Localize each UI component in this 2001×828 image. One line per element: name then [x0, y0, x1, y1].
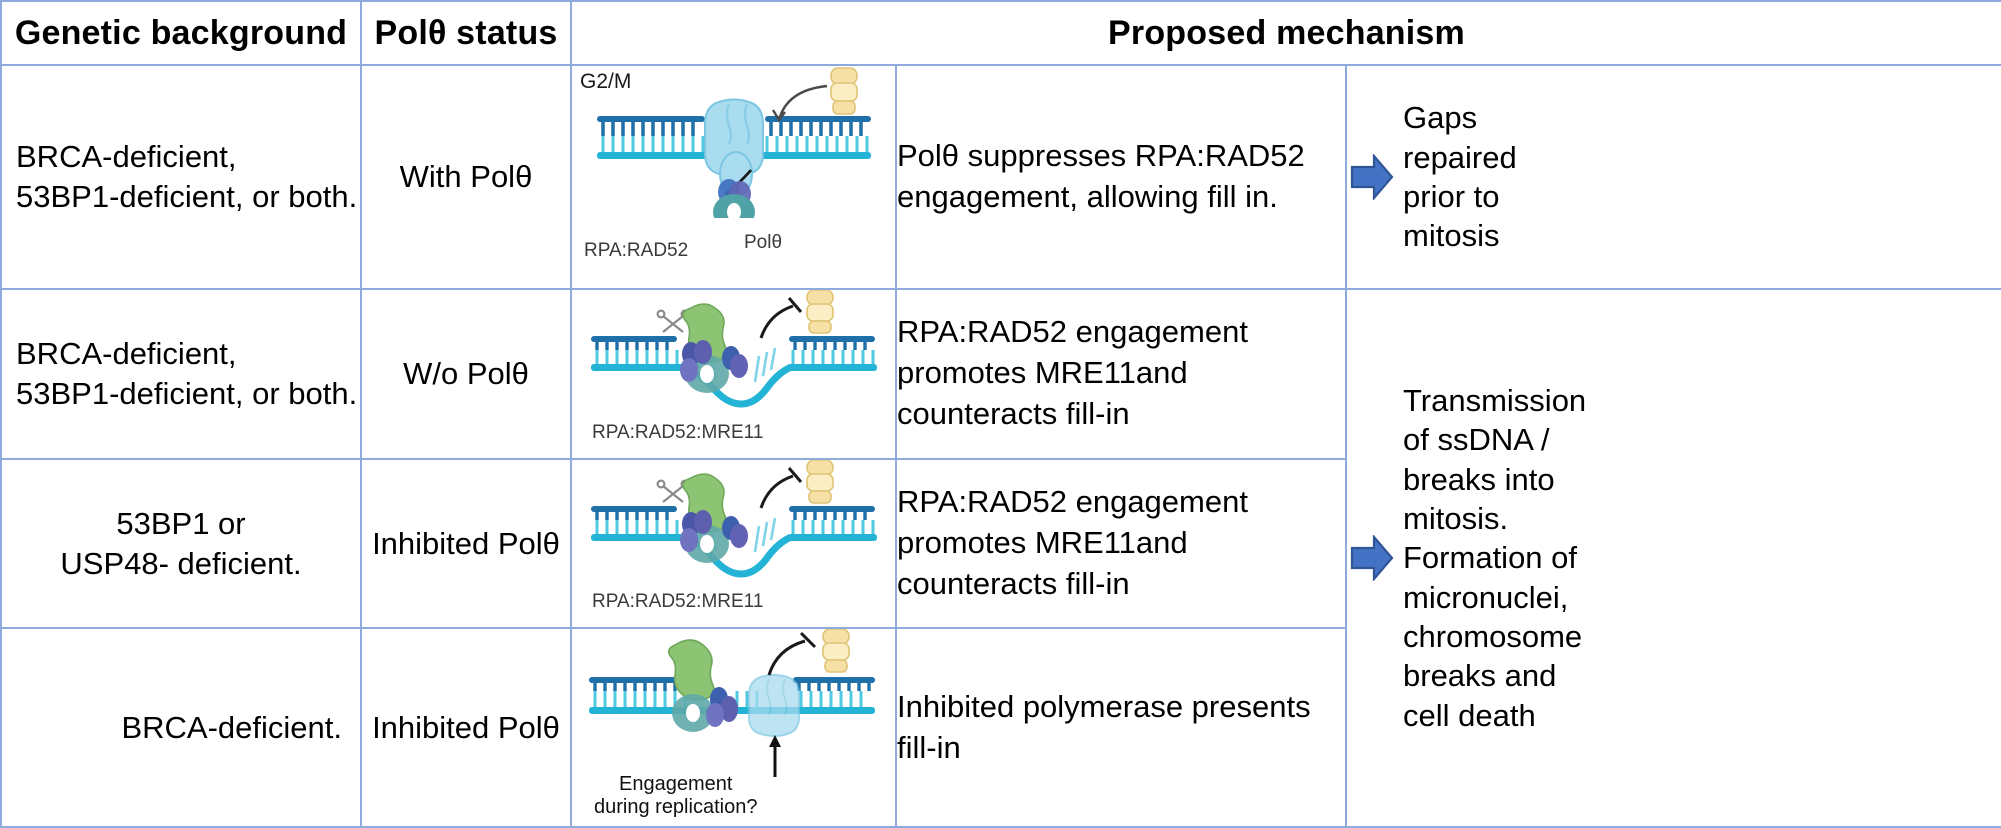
outcome-block-1: Gaps repaired prior to mitosis [1347, 92, 2001, 261]
dna-bottom-strand-right-icon [786, 533, 877, 541]
inhibition-arrow-icon [759, 466, 802, 509]
cell-pol-status-2: W/o Polθ [360, 287, 572, 460]
dna-bottom-teeth-right-icon [791, 519, 874, 534]
label-pol-theta: Polθ [744, 231, 783, 253]
dna-top-teeth-right-icon [792, 511, 867, 520]
dna-bottom-teeth-left-icon [595, 349, 678, 364]
diagram-row-2: RPA:RAD52:MRE11 [572, 289, 895, 458]
dna-top-strand-right-icon [764, 116, 871, 122]
outcome-text-1: Gaps repaired prior to mitosis [1403, 100, 1517, 254]
cell-genetic-background-2: BRCA-deficient, 53BP1-deficient, or both… [0, 287, 362, 460]
right-arrow-icon [1349, 153, 1395, 200]
dna-top-teeth-left-icon [594, 341, 669, 350]
cell-pol-status-3: Inhibited Polθ [360, 457, 572, 630]
recruitment-curved-arrow-icon [771, 84, 827, 123]
outcome-block-2: Transmission of ssDNA / breaks into mito… [1347, 375, 2001, 741]
dna-top-strand-right-icon [788, 505, 875, 512]
table-row: BRCA-deficient, 53BP1-deficient, or both… [0, 64, 2001, 290]
cell-outcome-merged: Transmission of ssDNA / breaks into mito… [1344, 287, 2001, 828]
dna-top-teeth-left-icon [600, 122, 695, 136]
complex-label-rpa-rad52: RPA:RAD52 [584, 239, 689, 261]
cell-mechanism-3: RPA:RAD52 engagement promotes MRE11and c… [895, 457, 1347, 630]
header-pol-status: Polθ status [360, 0, 572, 66]
cell-diagram-2: RPA:RAD52:MRE11 [570, 287, 897, 460]
table-row: BRCA-deficient, 53BP1-deficient, or both… [0, 287, 2001, 828]
dna-top-teeth-right-icon [796, 683, 871, 692]
dna-top-teeth-left-icon [594, 511, 669, 520]
dna-bottom-strand-left-icon [590, 363, 687, 371]
pol-theta-icon [703, 98, 764, 178]
inhibition-arrow-icon [759, 296, 802, 339]
nucleosome-icon [805, 459, 834, 504]
header-proposed-mechanism: Proposed mechanism [569, 0, 2001, 66]
cell-outcome-1: Gaps repaired prior to mitosis [1344, 64, 2001, 290]
nucleosome-icon [829, 67, 858, 115]
dna-top-teeth-right-icon [792, 341, 867, 350]
table-header-row: Genetic background Polθ status Proposed … [0, 0, 2001, 66]
inhibited-pol-theta-icon [747, 674, 800, 738]
dna-top-strand-right-icon [792, 677, 875, 684]
rpa-subunits-icon [705, 687, 738, 728]
complex-label-rpa-rad52-mre11: RPA:RAD52:MRE11 [592, 591, 764, 613]
nucleosome-icon [821, 629, 850, 674]
cell-diagram-3: RPA:RAD52:MRE11 [570, 457, 897, 630]
engagement-question-label: Engagement during replication? [594, 772, 758, 819]
dna-mre11-schematic [590, 289, 877, 408]
diagram-row-1: G2/M [572, 66, 895, 288]
nucleosome-icon [805, 289, 834, 334]
cell-genetic-background-1: BRCA-deficient, 53BP1-deficient, or both… [0, 64, 362, 290]
dna-top-strand-left-icon [596, 116, 705, 122]
table-row: BRCA-deficient. Inhibited Polθ [0, 627, 2001, 828]
dna-bottom-strand-right-icon [786, 363, 877, 371]
diagram-row-4: Engagement during replication? [572, 629, 895, 826]
complex-label-rpa-rad52-mre11: RPA:RAD52:MRE11 [592, 421, 764, 443]
rpa-rad52-complex-icon [712, 179, 755, 218]
rad52-ring-icon [671, 694, 714, 733]
cell-diagram-4: Engagement during replication? [570, 627, 897, 828]
dna-top-strand-right-icon [788, 335, 875, 342]
cell-pol-status-1: With Polθ [360, 64, 572, 290]
rpa-subunits-icon [679, 509, 748, 552]
dna-bottom-strand-left-icon [590, 533, 687, 541]
phase-label-g2m: G2/M [580, 70, 632, 93]
cell-mechanism-1: Polθ suppresses RPA:RAD52 engagement, al… [895, 64, 1347, 290]
header-genetic-background: Genetic background [0, 0, 362, 66]
dna-top-strand-left-icon [590, 335, 677, 342]
dna-top-teeth-right-icon [768, 122, 863, 136]
dna-top-teeth-left-icon [592, 683, 677, 692]
dna-bottom-teeth-right-icon [791, 349, 874, 364]
dna-bottom-teeth-left-icon [595, 519, 678, 534]
dna-mre11-schematic [590, 459, 877, 578]
cell-genetic-background-4: BRCA-deficient. [0, 627, 362, 828]
outcome-text-2: Transmission of ssDNA / breaks into mito… [1403, 382, 1587, 733]
cell-diagram-1: G2/M [570, 64, 897, 290]
diagram-row-3: RPA:RAD52:MRE11 [572, 459, 895, 628]
dna-top-strand-left-icon [588, 677, 681, 684]
cell-mechanism-2: RPA:RAD52 engagement promotes MRE11and c… [895, 287, 1347, 460]
cell-mechanism-4: Inhibited polymerase presents fill-in [895, 627, 1347, 828]
table-row: 53BP1 or USP48- deficient. Inhibited Pol… [0, 457, 2001, 630]
outcome-stack: Transmission of ssDNA / breaks into mito… [1347, 290, 2001, 826]
dna-inhibited-pol-schematic [588, 629, 875, 778]
right-arrow-icon [1349, 534, 1395, 581]
upward-pointer-arrow-icon [768, 735, 781, 778]
inhibition-arrow-icon [767, 632, 816, 676]
dna-top-strand-left-icon [590, 505, 677, 512]
cell-genetic-background-3: 53BP1 or USP48- deficient. [0, 457, 362, 630]
rpa-subunits-icon [679, 339, 748, 382]
cell-pol-status-4: Inhibited Polθ [360, 627, 572, 828]
dna-polymerase-schematic [596, 67, 871, 218]
